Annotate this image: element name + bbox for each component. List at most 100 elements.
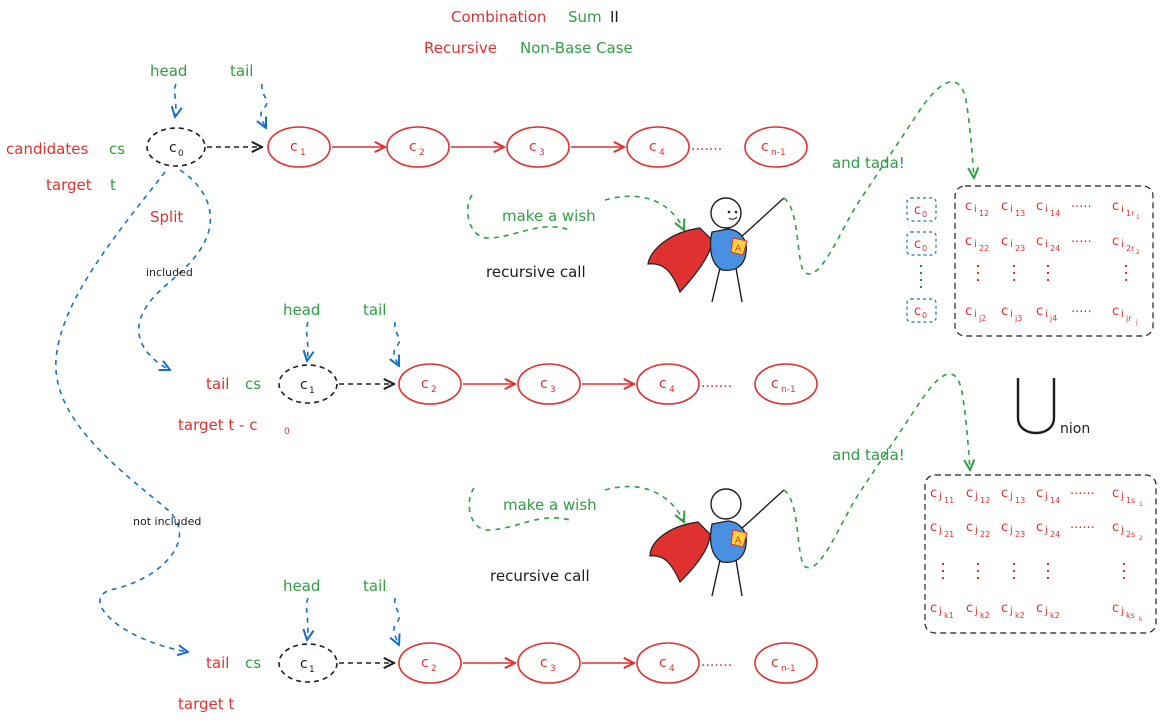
result2-cell-sub: 21 bbox=[944, 530, 954, 539]
title-word-combination: Combination bbox=[451, 8, 546, 26]
bottom-node-cn-1-sub: n-1 bbox=[781, 664, 796, 674]
result1-cell-c: c bbox=[1001, 199, 1008, 214]
result1-prefix-2: c bbox=[914, 237, 921, 252]
middle-node-c3-sub: 3 bbox=[550, 385, 556, 395]
result2-cell-main: j bbox=[938, 525, 942, 536]
union-symbol bbox=[1016, 378, 1056, 435]
hero-1-legs bbox=[711, 267, 743, 303]
result1-cell-main: i bbox=[1010, 239, 1013, 250]
tada1-label: and tada! bbox=[832, 154, 905, 172]
result1-cell-main: i bbox=[974, 239, 977, 250]
result1-cell-c: c bbox=[965, 199, 972, 214]
result1-last-c: c bbox=[1112, 234, 1119, 249]
result2-row-dots: ...... bbox=[1070, 517, 1095, 532]
result1-cell-sub: j2 bbox=[978, 314, 986, 323]
bottom-node-cn-1-label: c bbox=[771, 655, 779, 671]
bottom-node-cn-1: c n-1 bbox=[754, 642, 818, 684]
hero-1-arm bbox=[741, 197, 785, 237]
top-node-cn-1-sub: n-1 bbox=[771, 148, 786, 158]
bottom-tail-label: tail bbox=[363, 577, 386, 595]
hero-2-legs bbox=[711, 559, 743, 597]
title-word-sum: Sum bbox=[568, 8, 602, 26]
middle-ellipsis: ....... bbox=[701, 375, 732, 391]
result2-cell-main: j bbox=[1044, 525, 1048, 536]
result1-row-dots: ..... bbox=[1071, 196, 1092, 211]
result2-cell-c: c bbox=[930, 601, 937, 616]
result1-cell-sub: 22 bbox=[979, 244, 989, 253]
hero-1-head bbox=[710, 197, 742, 229]
middle-node-c2: c 2 bbox=[398, 363, 462, 405]
result1-prefix-sub-2: 0 bbox=[922, 244, 927, 253]
wish1-left-squiggle bbox=[466, 194, 571, 239]
result2-cell-sub: k2 bbox=[1015, 611, 1025, 620]
wish1-arrow bbox=[604, 195, 684, 230]
top-node-c4-sub: 4 bbox=[659, 148, 665, 158]
top-ellipsis: ....... bbox=[691, 138, 722, 154]
result1-cell-main: i bbox=[1010, 309, 1013, 320]
middle-node-c4-label: c bbox=[659, 376, 667, 392]
hero-2-badge-letter: A bbox=[735, 536, 742, 546]
result2-cell-c: c bbox=[1001, 601, 1008, 616]
hero-2-cape bbox=[649, 521, 711, 584]
result2-cell-main: j bbox=[938, 606, 942, 617]
result2-cell-sub: k2 bbox=[980, 611, 990, 620]
middle-target-sub: 0 bbox=[284, 427, 290, 437]
top-node-c3-label: c bbox=[529, 139, 537, 155]
hero-1-cape bbox=[647, 227, 713, 294]
top-head-pointer bbox=[175, 83, 176, 117]
bottom-head-pointer bbox=[307, 597, 308, 640]
result2-cell-c: c bbox=[1036, 486, 1043, 501]
result1-cell-sub: j4 bbox=[1049, 314, 1057, 323]
result2-last-sub: 1s bbox=[1126, 496, 1135, 505]
middle-node-c2-label: c bbox=[421, 376, 429, 392]
bottom-node-c2-sub: 2 bbox=[431, 664, 437, 674]
top-candidates-label: candidates bbox=[6, 140, 88, 158]
wish1-recursive-call: recursive call bbox=[486, 263, 586, 281]
result1-cell-c: c bbox=[965, 234, 972, 249]
result1-cell-c: c bbox=[1036, 234, 1043, 249]
bottom-node-c4: c 4 bbox=[636, 642, 700, 684]
result1-cell-sub: 24 bbox=[1050, 244, 1060, 253]
wish2-arrow bbox=[604, 485, 684, 522]
middle-node-c2-sub: 2 bbox=[431, 385, 437, 395]
middle-node-c3-label: c bbox=[540, 376, 548, 392]
top-node-c4: c 4 bbox=[626, 126, 690, 168]
result2-cell-main: j bbox=[1044, 491, 1048, 502]
middle-node-c3: c 3 bbox=[517, 363, 581, 405]
bottom-tail-pointer bbox=[394, 597, 399, 645]
middle-target-label: target t - c bbox=[178, 416, 257, 434]
result1-cell-c: c bbox=[1001, 234, 1008, 249]
tada2-label: and tada! bbox=[832, 446, 905, 464]
result2-last-sub: 2s bbox=[1126, 530, 1135, 539]
result1-cell-c: c bbox=[1001, 304, 1008, 319]
result1-cell-sub: 13 bbox=[1015, 209, 1025, 218]
result1-last-sub: jr bbox=[1125, 314, 1132, 323]
result1-cell-c: c bbox=[1036, 304, 1043, 319]
result2-last-c: c bbox=[1112, 520, 1119, 535]
branch-not-included-label: not included bbox=[133, 515, 201, 528]
middle-head-label: head bbox=[283, 301, 320, 319]
result2-cell-c: c bbox=[966, 486, 973, 501]
wish2-make-a-wish: make a wish bbox=[503, 496, 597, 514]
result1-last-c: c bbox=[1112, 199, 1119, 214]
result2-last-subsub: k bbox=[1139, 616, 1143, 623]
hero-2-arm bbox=[741, 489, 785, 529]
middle-node-c1: c 1 bbox=[278, 364, 338, 404]
result1-prefix-sub-1: 0 bbox=[922, 210, 927, 219]
top-node-c4-label: c bbox=[649, 139, 657, 155]
result1-last-subsub: 2 bbox=[1136, 249, 1140, 256]
top-node-c0: c 0 bbox=[146, 127, 206, 167]
result2-cell-c: c bbox=[930, 486, 937, 501]
tada1-arrow bbox=[783, 81, 974, 275]
bottom-node-c1-sub: 1 bbox=[309, 665, 315, 675]
middle-tail-label: tail bbox=[363, 301, 386, 319]
result2-row-dots: ...... bbox=[1070, 483, 1095, 498]
union-rest-label: nion bbox=[1060, 421, 1090, 437]
hero-1-badge-letter: A bbox=[735, 244, 742, 254]
result1-last-main: i bbox=[1121, 204, 1124, 215]
result2-last-main: j bbox=[1120, 606, 1124, 617]
result2-cell-sub: 12 bbox=[980, 496, 990, 505]
result1-cell-main: i bbox=[974, 204, 977, 215]
split-label: Split bbox=[150, 208, 183, 226]
result2-cell-main: j bbox=[1009, 525, 1013, 536]
